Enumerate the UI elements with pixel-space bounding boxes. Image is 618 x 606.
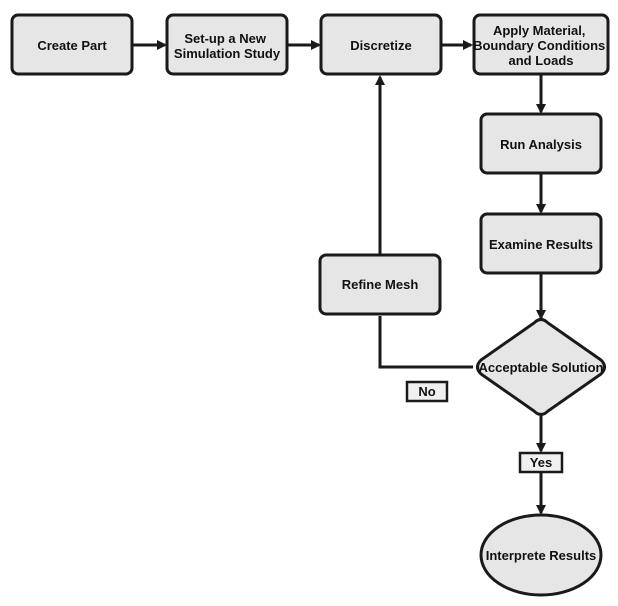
node-apply-material-label: Apply Material, Boundary Conditions and …: [473, 23, 609, 68]
tag-no-label: No: [418, 384, 435, 399]
connectors: [133, 40, 546, 515]
node-apply-material: Apply Material, Boundary Conditions and …: [472, 13, 610, 76]
node-create-part-label: Create Part: [37, 38, 107, 53]
node-setup-study-label: Set-up a New Simulation Study: [174, 31, 281, 61]
node-interpret-results-label: Interprete Results: [486, 548, 597, 563]
node-refine-mesh: Refine Mesh: [318, 253, 442, 316]
node-acceptable-solution-decision: Acceptable Solution: [476, 318, 606, 416]
node-run-analysis: Run Analysis: [479, 112, 603, 175]
node-acceptable-solution-label: Acceptable Solution: [479, 360, 604, 375]
node-interpret-results: Interprete Results: [479, 513, 603, 597]
node-refine-mesh-label: Refine Mesh: [342, 277, 419, 292]
node-discretize-label: Discretize: [350, 38, 411, 53]
node-discretize: Discretize: [319, 13, 443, 76]
node-create-part: Create Part: [10, 13, 134, 76]
node-examine-results-label: Examine Results: [489, 237, 593, 252]
connector-decision-no-to-refine: [378, 316, 473, 369]
tag-yes: Yes: [518, 451, 564, 474]
node-run-analysis-label: Run Analysis: [500, 137, 582, 152]
tag-yes-label: Yes: [530, 455, 552, 470]
node-setup-study: Set-up a New Simulation Study: [165, 13, 289, 76]
node-examine-results: Examine Results: [479, 212, 603, 275]
tag-no: No: [405, 380, 449, 403]
